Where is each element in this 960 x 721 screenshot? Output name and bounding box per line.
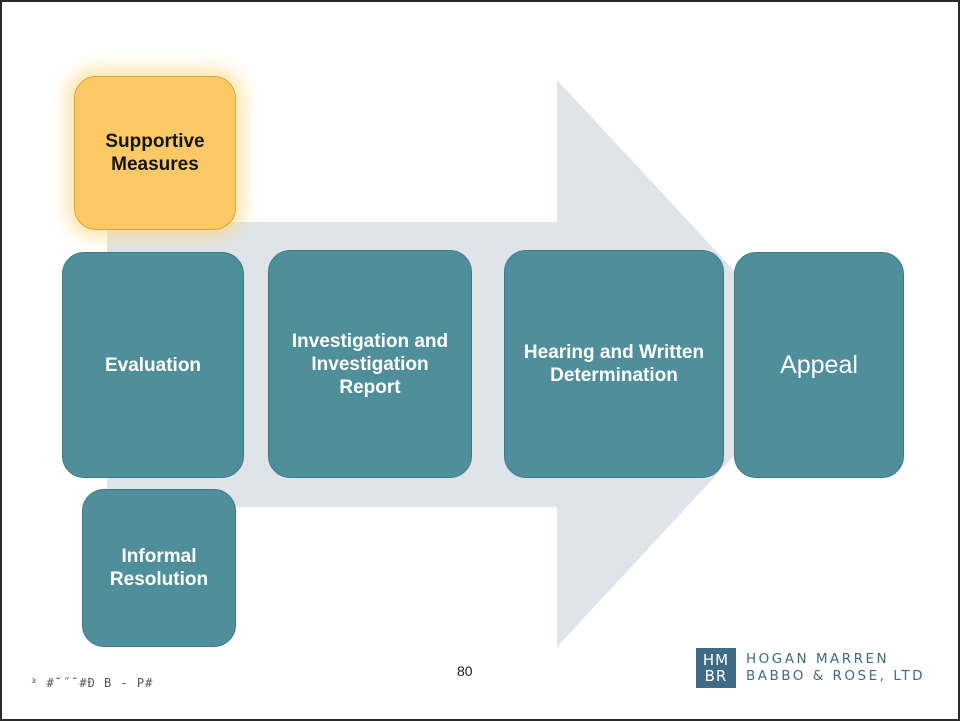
appeal-box: Appeal — [734, 252, 904, 478]
investigation-box: Investigation and Investigation Report — [268, 250, 472, 478]
page-number: 80 — [457, 663, 473, 679]
logo-line-1: HOGAN MARREN — [746, 651, 890, 667]
logo-text: HOGAN MARREN BABBO & ROSE, LTD — [746, 651, 925, 685]
hearing-label: Hearing and Written Determination — [523, 342, 705, 386]
logo-line-2: BABBO & ROSE, LTD — [746, 668, 926, 684]
hearing-box: Hearing and Written Determination — [504, 250, 724, 478]
logo-mark-icon: HM BR — [696, 648, 736, 688]
footer-code: ³ #˘˝˘#Ð B - P# — [30, 676, 154, 690]
evaluation-label: Evaluation — [104, 354, 202, 376]
appeal-label: Appeal — [780, 350, 858, 379]
supportive-measures-label: Supportive Measures — [105, 131, 205, 175]
investigation-label: Investigation and Investigation Report — [291, 330, 449, 398]
informal-resolution-box: Informal Resolution — [82, 489, 236, 647]
logo-mark-top: HM — [702, 651, 730, 669]
logo-mark-bottom: BR — [704, 667, 728, 685]
company-logo: HM BR HOGAN MARREN BABBO & ROSE, LTD — [696, 648, 925, 688]
supportive-measures-box: Supportive Measures — [74, 76, 236, 230]
informal-resolution-label: Informal Resolution — [109, 546, 209, 590]
evaluation-box: Evaluation — [62, 252, 244, 478]
